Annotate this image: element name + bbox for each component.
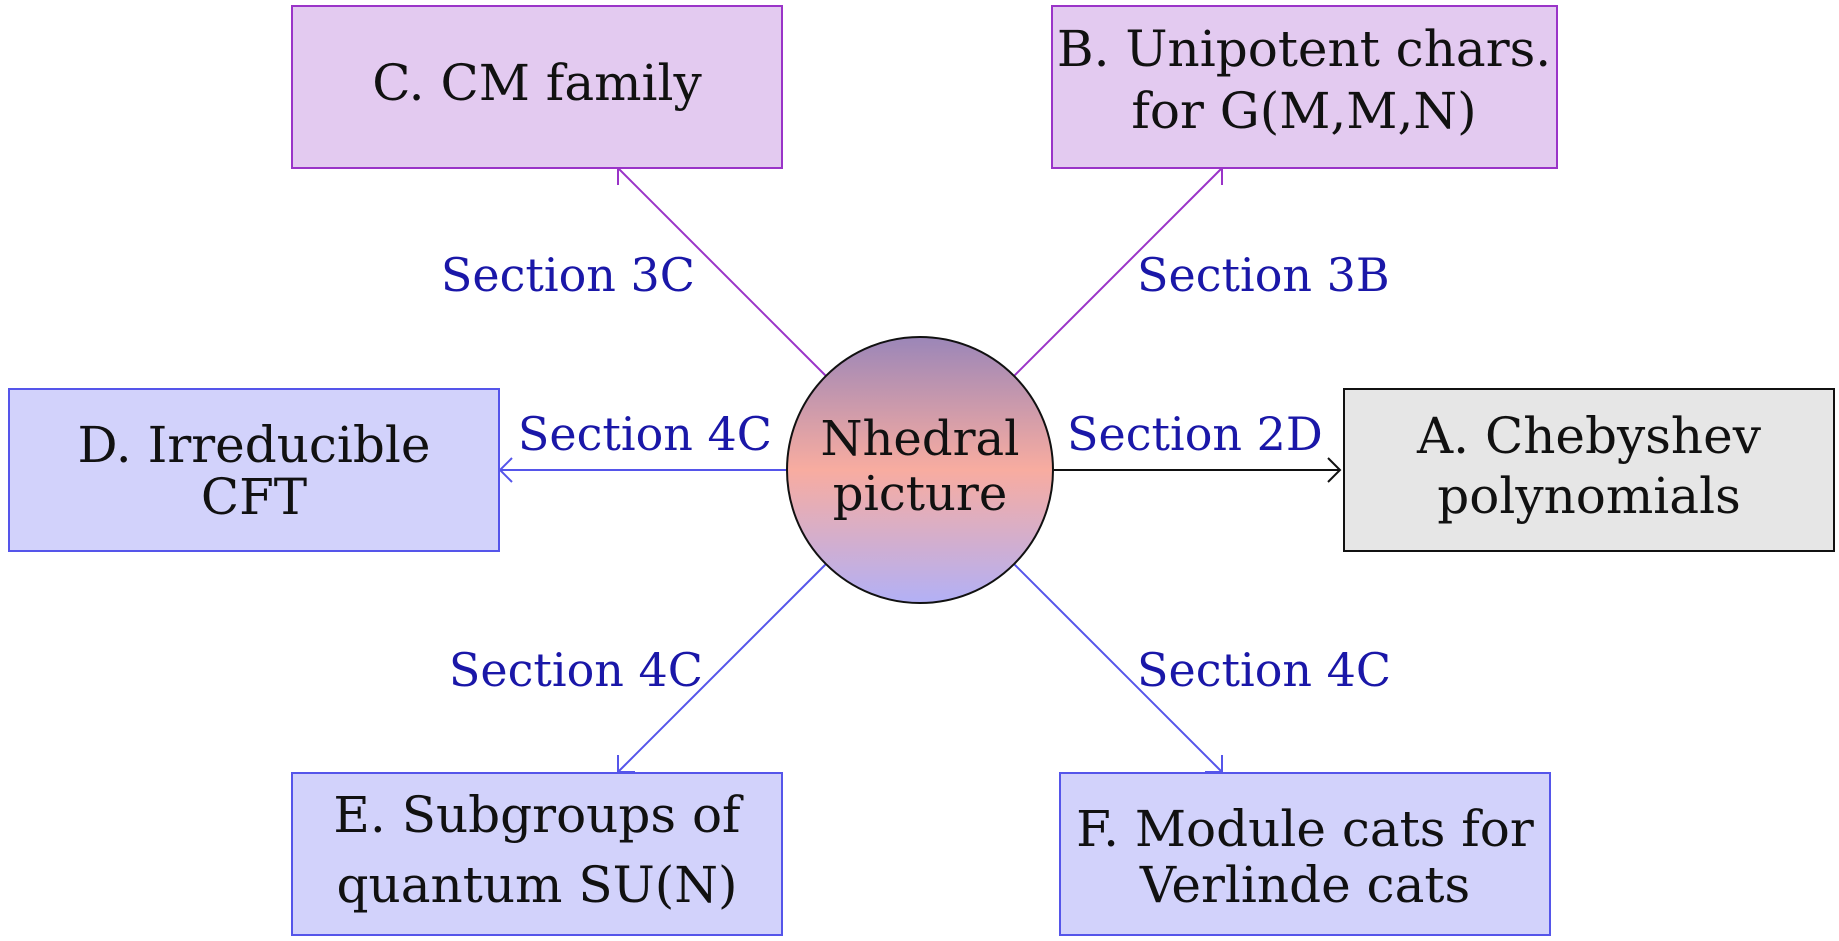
edge-label-b: Section 3B <box>1137 248 1390 302</box>
node-b-box <box>1051 5 1558 169</box>
edge-label-f: Section 4C <box>1137 643 1391 697</box>
node-c-cm-family: C. CM family <box>291 5 783 169</box>
node-c-line-1: C. CM family <box>372 54 702 112</box>
center-circle <box>786 336 1054 604</box>
node-a-line-1: A. Chebyshev <box>1416 407 1762 465</box>
node-a-chebyshev-polynomials: A. Chebyshev polynomials <box>1343 388 1835 552</box>
node-e-box <box>291 772 783 936</box>
node-e-subgroups-quantum-su: E. Subgroups of quantum SU(N) <box>291 772 783 936</box>
arrowhead-a-icon <box>1327 457 1342 483</box>
edge-line-c <box>617 167 827 377</box>
center-line-2: picture <box>833 466 1008 522</box>
edge-line-b <box>1013 167 1223 377</box>
node-d-line-2: CFT <box>201 468 307 526</box>
node-f-line-2: Verlinde cats <box>1139 856 1470 914</box>
node-b-line-1: B. Unipotent chars. <box>1057 20 1551 78</box>
node-d-box <box>8 388 500 552</box>
node-f-box <box>1059 772 1551 936</box>
node-b-line-2: for G(M,M,N) <box>1131 82 1476 140</box>
node-a-line-2: polynomials <box>1437 467 1741 525</box>
edge-label-e: Section 4C <box>449 643 703 697</box>
node-f-module-cats-verlinde: F. Module cats for Verlinde cats <box>1059 772 1551 936</box>
node-d-irreducible-cft: D. Irreducible CFT <box>8 388 500 552</box>
edge-line-e <box>617 563 827 773</box>
edge-to-a <box>1054 457 1342 483</box>
node-c-box <box>291 5 783 169</box>
node-e-line-1: E. Subgroups of <box>333 786 744 844</box>
node-f-line-1: F. Module cats for <box>1076 800 1534 858</box>
edge-line-f <box>1013 563 1223 773</box>
edge-label-d: Section 4C <box>518 407 772 461</box>
edge-label-a: Section 2D <box>1067 407 1323 461</box>
node-d-line-1: D. Irreducible <box>77 416 430 474</box>
node-b-unipotent-chars: B. Unipotent chars. for G(M,M,N) <box>1051 5 1558 169</box>
node-e-line-2: quantum SU(N) <box>337 856 738 914</box>
edge-to-d <box>498 457 786 483</box>
center-node-nhedral-picture: Nhedral picture <box>786 336 1054 604</box>
node-a-box <box>1343 388 1835 552</box>
edge-label-c: Section 3C <box>441 248 695 302</box>
center-line-1: Nhedral <box>821 411 1020 467</box>
